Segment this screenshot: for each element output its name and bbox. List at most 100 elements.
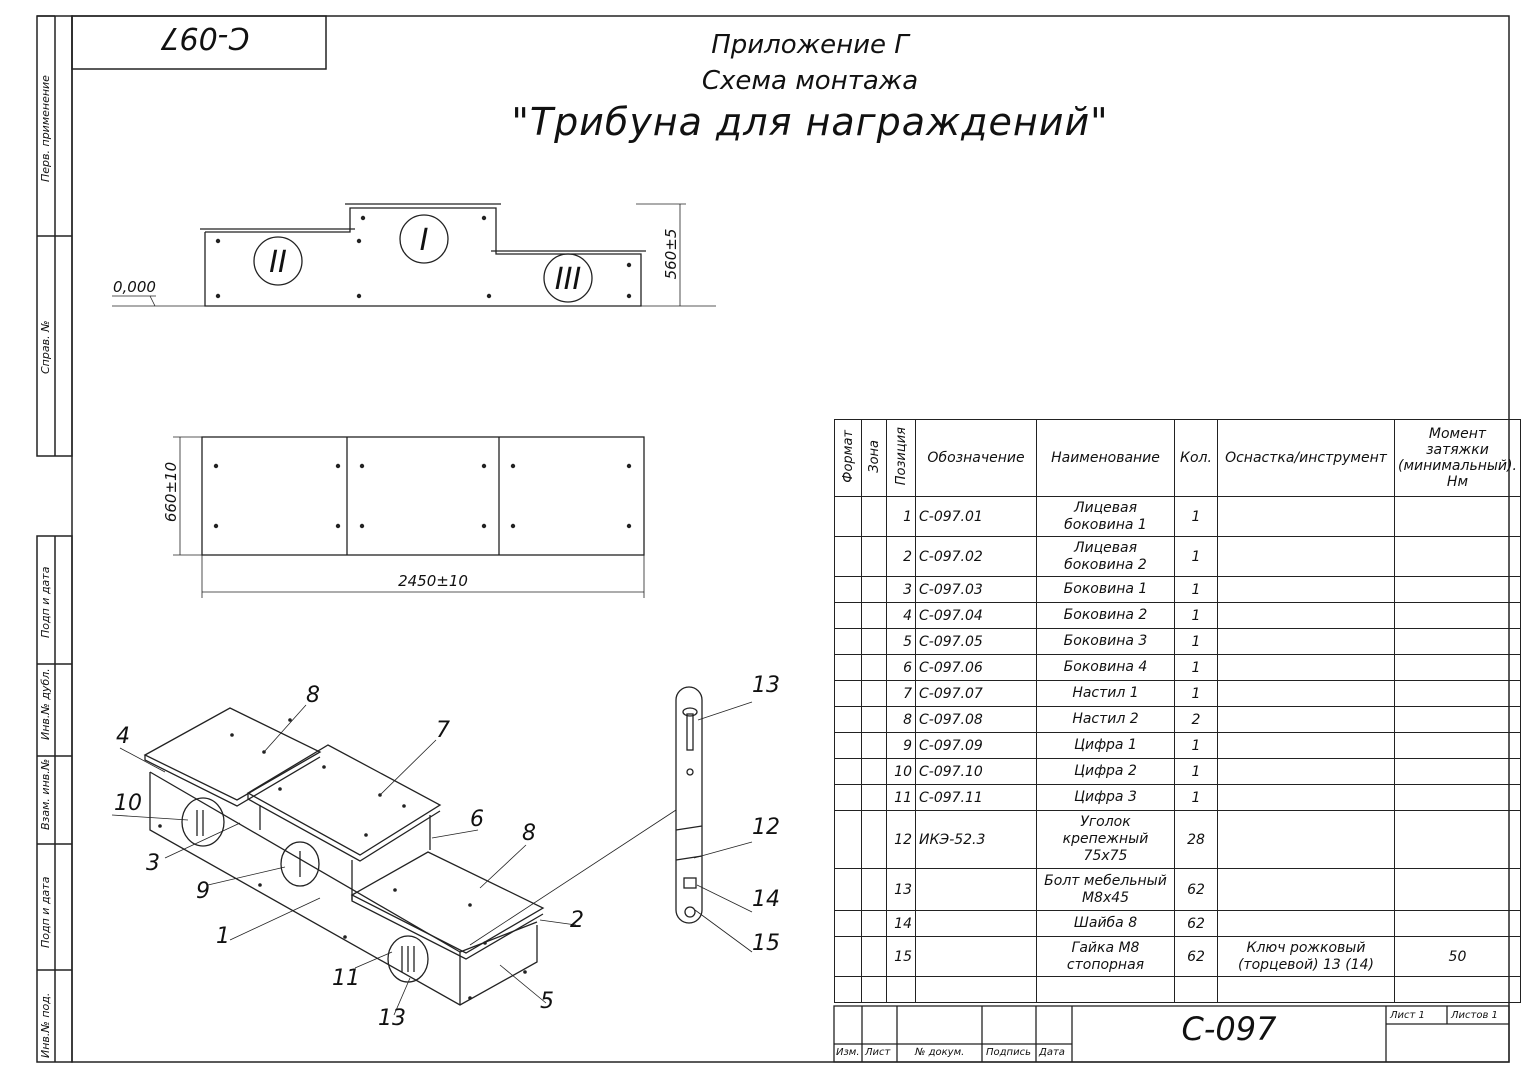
cell-torque <box>1394 758 1521 785</box>
callout-6: 6 <box>470 807 484 832</box>
cell-format <box>834 628 862 655</box>
cell-name: Болт мебельный М8х45 <box>1036 868 1175 911</box>
cell-zone <box>861 910 887 937</box>
top-view <box>173 436 645 598</box>
cell-qty: 1 <box>1174 758 1218 785</box>
cell-zone <box>861 758 887 785</box>
cell-designation: C-097.05 <box>915 628 1037 655</box>
code-box <box>71 15 327 70</box>
header-format: Формат <box>834 419 862 497</box>
side-label-vzam: Взам. инв.№ <box>39 758 52 830</box>
cell-zone <box>861 602 887 629</box>
callout-2: 2 <box>570 908 584 933</box>
side-label-perv: Перв. применение <box>39 75 52 182</box>
tb-sheets: Листов 1 <box>1451 1010 1498 1021</box>
cell-name: Лицевая боковина 2 <box>1036 536 1175 577</box>
cell-format <box>834 602 862 629</box>
cell-format <box>834 868 862 911</box>
cell-position: 3 <box>886 576 916 603</box>
cell-empty <box>886 976 916 1003</box>
level-label: 0,000 <box>113 278 156 296</box>
cell-position: 10 <box>886 758 916 785</box>
tb-sheet: Лист 1 <box>1390 1010 1425 1021</box>
fastener-detail <box>675 686 753 953</box>
cell-designation: C-097.10 <box>915 758 1037 785</box>
cell-designation: ИКЭ-52.3 <box>915 810 1037 869</box>
cell-tool <box>1217 868 1395 911</box>
tb-dokum: № докум. <box>915 1047 965 1058</box>
cell-designation: C-097.07 <box>915 680 1037 707</box>
header-torque: Момент затяжки (минимальный). Нм <box>1394 419 1521 497</box>
callout-1: 1 <box>216 924 230 949</box>
cell-tool <box>1217 654 1395 681</box>
cell-zone <box>861 732 887 759</box>
cell-format <box>834 680 862 707</box>
cell-tool <box>1217 706 1395 733</box>
detail-callout-14: 14 <box>752 887 780 912</box>
cell-name: Боковина 1 <box>1036 576 1175 603</box>
cell-designation: C-097.01 <box>915 496 1037 537</box>
cell-empty <box>1036 976 1175 1003</box>
cell-name: Лицевая боковина 1 <box>1036 496 1175 537</box>
specification-table: Формат Зона Позиция Обозначение Наименов… <box>834 419 1521 1003</box>
cell-position: 11 <box>886 784 916 811</box>
digit-one-badge <box>399 214 449 264</box>
cell-zone <box>861 680 887 707</box>
cell-designation <box>915 910 1037 937</box>
iso-digit-two <box>181 797 225 847</box>
callout-5: 5 <box>540 989 554 1014</box>
cell-position: 8 <box>886 706 916 733</box>
isometric-view <box>111 704 677 1016</box>
cell-designation: C-097.04 <box>915 602 1037 629</box>
cell-format <box>834 810 862 869</box>
cell-qty: 1 <box>1174 602 1218 629</box>
cell-tool: Ключ рожковый (торцевой) 13 (14) <box>1217 936 1395 977</box>
cell-torque <box>1394 732 1521 759</box>
cell-name: Боковина 3 <box>1036 628 1175 655</box>
cell-tool <box>1217 496 1395 537</box>
depth-dimension: 660±10 <box>162 462 180 522</box>
cell-tool <box>1217 680 1395 707</box>
cell-torque <box>1394 496 1521 537</box>
cell-format <box>834 910 862 937</box>
cell-qty: 1 <box>1174 576 1218 603</box>
cell-torque <box>1394 868 1521 911</box>
cell-format <box>834 784 862 811</box>
cell-position: 1 <box>886 496 916 537</box>
cell-qty: 1 <box>1174 536 1218 577</box>
cell-qty: 2 <box>1174 706 1218 733</box>
cell-qty: 1 <box>1174 732 1218 759</box>
cell-zone <box>861 810 887 869</box>
cell-zone <box>861 784 887 811</box>
title-block-code: C-097 <box>1181 1010 1277 1048</box>
cell-tool <box>1217 576 1395 603</box>
cell-tool <box>1217 810 1395 869</box>
appendix-title: Приложение Г <box>711 30 909 60</box>
cell-empty <box>915 976 1037 1003</box>
cell-designation: C-097.06 <box>915 654 1037 681</box>
cell-position: 5 <box>886 628 916 655</box>
main-title: "Трибуна для награждений" <box>511 100 1109 144</box>
cell-torque <box>1394 536 1521 577</box>
header-name: Наименование <box>1036 419 1175 497</box>
header-zone: Зона <box>861 419 887 497</box>
cell-name: Цифра 3 <box>1036 784 1175 811</box>
cell-format <box>834 758 862 785</box>
spec-row-empty <box>834 976 1521 1003</box>
cell-tool <box>1217 784 1395 811</box>
cell-qty: 1 <box>1174 654 1218 681</box>
callout-11: 11 <box>332 966 360 991</box>
cell-name: Цифра 2 <box>1036 758 1175 785</box>
cell-tool <box>1217 910 1395 937</box>
cell-format <box>834 936 862 977</box>
